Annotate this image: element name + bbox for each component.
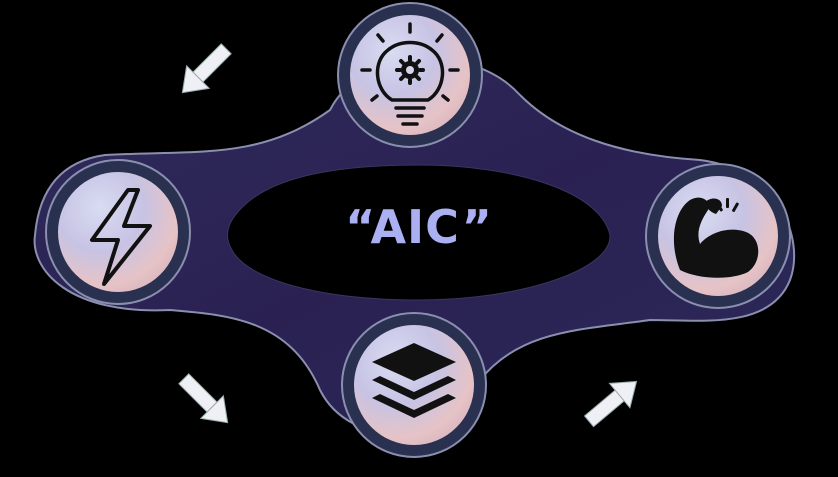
node-left — [45, 159, 191, 305]
arrow-down-right-icon — [178, 373, 229, 424]
arrow-bottom-right — [583, 380, 638, 428]
node-right — [645, 163, 791, 309]
node-bottom — [341, 312, 487, 458]
arrow-down-left-icon — [181, 43, 232, 94]
arrow-top-left — [181, 43, 232, 94]
node-top — [337, 2, 483, 148]
arrow-bottom-left — [178, 373, 229, 424]
flexed-bicep-icon — [673, 197, 759, 278]
center-label: “AIC” — [345, 200, 493, 254]
layers-stack-icon — [372, 343, 456, 418]
lightbulb-gear-icon — [360, 22, 460, 126]
lightning-bolt-icon — [90, 188, 152, 286]
center-lens — [227, 164, 611, 301]
arrow-up-right-icon — [583, 380, 638, 428]
